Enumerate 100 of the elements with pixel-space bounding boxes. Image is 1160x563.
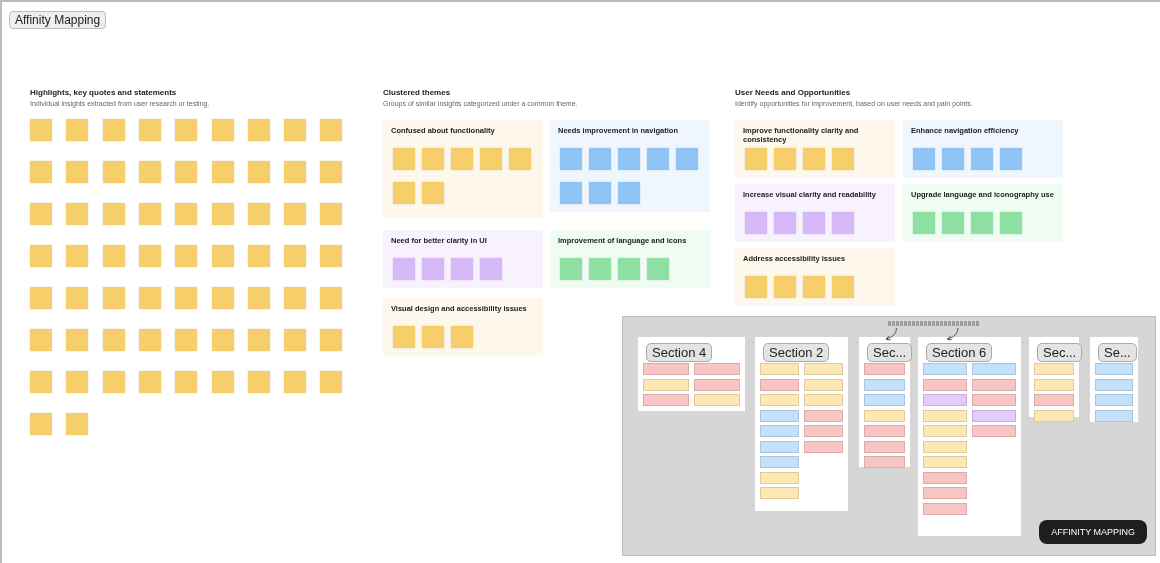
section-frame — [918, 337, 1021, 536]
sticky-note — [1034, 409, 1074, 422]
sticky-note — [647, 258, 669, 280]
sticky-note — [913, 212, 935, 234]
sticky-note — [804, 394, 843, 406]
sticky-note — [1034, 378, 1074, 391]
sticky-note — [284, 203, 307, 225]
sticky-note — [175, 287, 198, 309]
sticky-note — [211, 329, 234, 351]
sticky-note — [832, 148, 854, 170]
sticky-note — [745, 148, 767, 170]
sticky-note — [560, 258, 582, 280]
sticky-note — [864, 378, 905, 391]
section-title: Sec... — [867, 343, 913, 362]
sticky-note — [320, 245, 343, 267]
sticky-note — [102, 245, 125, 267]
sticky-note — [102, 119, 125, 141]
sticky-note — [589, 148, 611, 170]
sticky-note — [803, 148, 825, 170]
sticky-note — [923, 363, 967, 375]
sticky-note — [923, 394, 967, 406]
sticky-note — [102, 161, 125, 183]
section-title: Section 6 — [926, 343, 993, 362]
sticky-note — [175, 329, 198, 351]
sticky-note — [30, 203, 52, 225]
sticky-note — [30, 371, 52, 393]
sticky-note — [923, 471, 967, 484]
cluster-panel — [383, 230, 543, 288]
section-frame — [755, 337, 848, 511]
sticky-note — [247, 329, 270, 351]
sticky-note — [247, 245, 270, 267]
sticky-note — [972, 378, 1016, 391]
sticky-note — [102, 203, 125, 225]
sticky-note — [320, 119, 343, 141]
sticky-note — [643, 394, 689, 406]
sticky-note — [971, 148, 993, 170]
sticky-note — [1095, 363, 1133, 375]
sticky-note — [774, 212, 796, 234]
cluster-panel — [383, 298, 543, 356]
sticky-note — [247, 161, 270, 183]
sticky-note — [760, 409, 799, 422]
sticky-note — [66, 161, 89, 183]
cluster-panel — [903, 184, 1063, 242]
sticky-note — [422, 258, 444, 280]
sticky-note — [102, 371, 125, 393]
sticky-note — [320, 329, 343, 351]
sticky-note — [774, 148, 796, 170]
sticky-note — [66, 329, 89, 351]
sticky-note — [618, 182, 640, 204]
sticky-note — [745, 276, 767, 298]
sticky-note — [138, 203, 161, 225]
sticky-note — [175, 245, 198, 267]
sticky-note — [760, 471, 799, 484]
sticky-note — [1095, 409, 1133, 422]
sticky-note — [1095, 394, 1133, 406]
sticky-note — [66, 371, 89, 393]
section-frame — [1090, 337, 1138, 422]
sticky-note — [102, 329, 125, 351]
sticky-note — [451, 326, 473, 348]
sticky-note — [972, 363, 1016, 375]
sticky-note — [676, 148, 698, 170]
sticky-note — [972, 394, 1016, 406]
sticky-note — [175, 119, 198, 141]
title-badge: Affinity Mapping — [9, 11, 107, 29]
sticky-note — [803, 276, 825, 298]
sticky-note — [923, 378, 967, 391]
sticky-note — [804, 409, 843, 422]
sticky-note — [760, 378, 799, 391]
sticky-note — [30, 161, 52, 183]
cluster-panel — [735, 184, 895, 242]
sticky-note — [66, 413, 89, 435]
sticky-note — [760, 363, 799, 375]
sticky-note — [760, 487, 799, 499]
sticky-note — [284, 371, 307, 393]
sticky-note — [30, 413, 52, 435]
cluster-panel — [550, 230, 710, 288]
sticky-note — [560, 148, 582, 170]
section-frame — [859, 337, 910, 467]
sticky-note — [694, 378, 740, 391]
sticky-note — [1034, 394, 1074, 406]
sticky-note — [832, 212, 854, 234]
sticky-note — [320, 287, 343, 309]
sticky-note — [760, 425, 799, 437]
sticky-note — [175, 371, 198, 393]
sticky-note — [422, 148, 444, 170]
sticky-note — [211, 287, 234, 309]
sticky-note — [864, 425, 905, 437]
sticky-note — [247, 371, 270, 393]
sticky-note — [923, 409, 967, 422]
section-title: Section 2 — [763, 343, 830, 362]
sticky-note — [175, 203, 198, 225]
sticky-note — [320, 161, 343, 183]
cluster-panel — [735, 248, 895, 306]
sticky-note — [923, 425, 967, 437]
sticky-note — [451, 148, 473, 170]
sticky-note — [760, 394, 799, 406]
sticky-note — [589, 182, 611, 204]
sticky-note — [393, 182, 415, 204]
sticky-note — [211, 203, 234, 225]
sticky-note — [832, 276, 854, 298]
